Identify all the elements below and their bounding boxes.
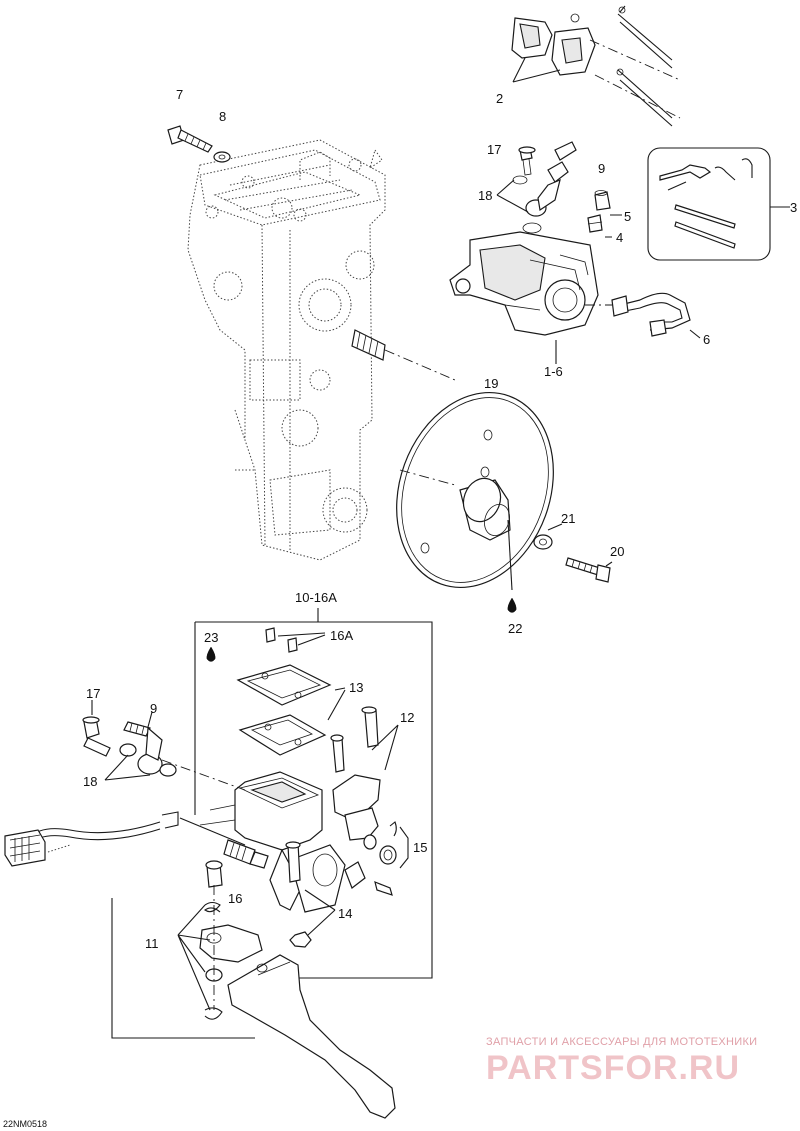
master-cylinder-body	[199, 771, 346, 913]
label-10-16A: 10-16A	[295, 590, 337, 605]
label-16A: 16A	[330, 628, 353, 643]
handlebar-clamp	[330, 706, 399, 841]
oil-drop-icon	[206, 646, 216, 662]
brake-lever	[227, 954, 396, 1119]
gearbox-housing	[187, 139, 386, 561]
banjo-fitting-bottom	[82, 700, 246, 791]
pivot-bolt	[285, 841, 336, 948]
lever-pivot	[177, 860, 263, 1020]
caliper-bolt	[167, 125, 231, 163]
label-6: 6	[703, 332, 710, 347]
banjo-fitting-top	[496, 141, 577, 234]
label-4: 4	[616, 230, 623, 245]
label-3: 3	[790, 200, 797, 215]
label-5: 5	[624, 209, 631, 224]
brake-line	[585, 292, 701, 339]
master-cylinder-frame	[111, 608, 433, 1039]
label-18-bottom: 18	[83, 774, 97, 789]
label-2: 2	[496, 91, 503, 106]
label-9-top: 9	[598, 161, 605, 176]
label-15: 15	[413, 840, 427, 855]
label-11: 11	[145, 936, 159, 951]
label-17-top: 17	[487, 142, 501, 157]
label-19: 19	[484, 376, 498, 391]
switch-parts	[344, 821, 409, 896]
brake-pads	[511, 13, 681, 119]
switch-connector	[4, 829, 71, 867]
label-17-bottom: 17	[86, 686, 100, 701]
label-21: 21	[561, 511, 575, 526]
caliper	[449, 231, 599, 364]
label-23: 23	[204, 630, 218, 645]
label-8: 8	[219, 109, 226, 124]
label-18-top: 18	[478, 188, 492, 203]
label-16: 16	[228, 891, 242, 906]
callout-labels: 2 3 17 9 18 5 4 7 8 6 1-6 19 21 20 22 10…	[3, 87, 797, 1129]
label-7: 7	[176, 87, 183, 102]
pad-pins	[616, 5, 673, 127]
piston-assembly	[29, 811, 269, 869]
label-13: 13	[349, 680, 363, 695]
pin-kit	[647, 147, 790, 261]
disc-bolt	[533, 523, 613, 583]
label-20: 20	[610, 544, 624, 559]
label-9-bottom: 9	[150, 701, 157, 716]
label-12: 12	[400, 710, 414, 725]
drawing-code: 22NM0518	[3, 1119, 47, 1129]
brake-disc	[396, 391, 554, 591]
bleeder-parts	[587, 190, 622, 238]
watermark-tagline: ЗАПЧАСТИ И АКСЕССУАРЫ ДЛЯ МОТОТЕХНИКИ	[486, 1036, 758, 1048]
oil-drop-icon	[507, 597, 517, 613]
reservoir-cap	[236, 627, 346, 756]
label-1-6: 1-6	[544, 364, 563, 379]
watermark-logo: PARTSFOR.RU	[486, 1049, 741, 1087]
label-22: 22	[508, 621, 522, 636]
output-shaft	[351, 329, 456, 381]
label-14: 14	[338, 906, 352, 921]
